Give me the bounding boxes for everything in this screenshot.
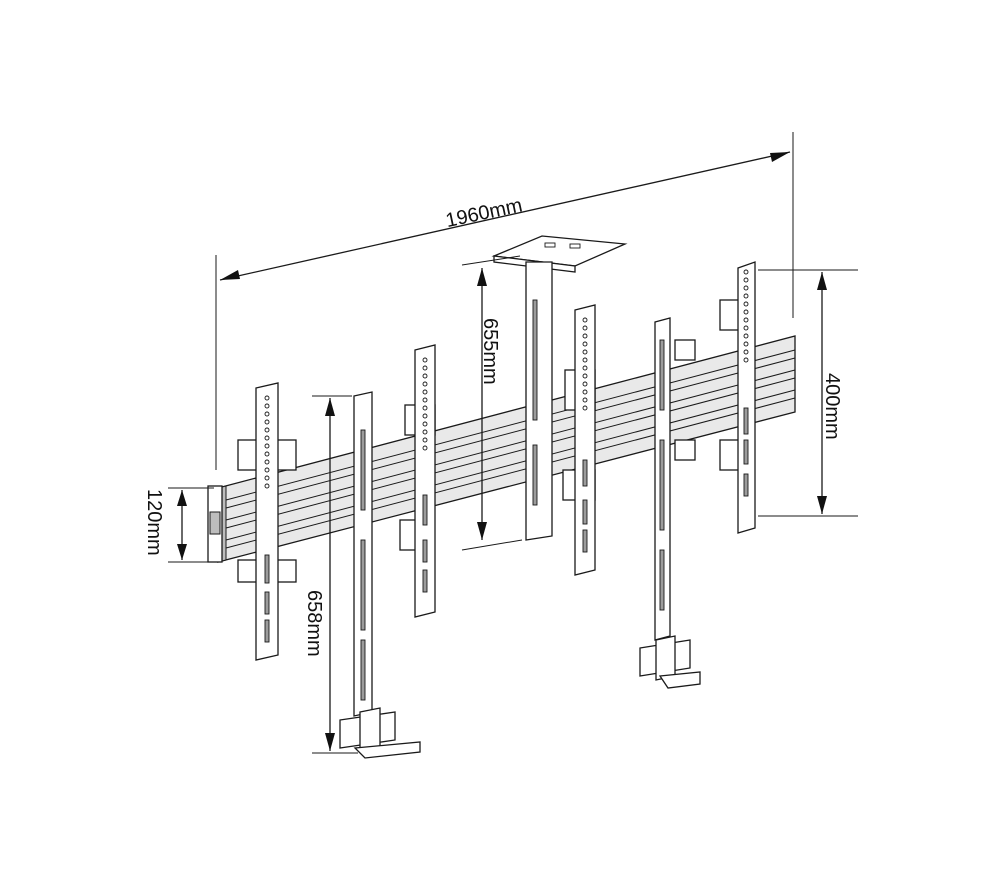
mounting-slot: [743, 439, 749, 465]
mounting-hole: [264, 483, 270, 489]
mounting-slot: [360, 429, 366, 511]
mounting-hole: [743, 349, 749, 355]
mounting-hole: [422, 437, 428, 443]
mounting-hole: [422, 405, 428, 411]
mounting-slot: [422, 494, 428, 526]
horizontal-rail: [217, 335, 796, 563]
mounting-hole: [264, 395, 270, 401]
mounting-hole: [422, 429, 428, 435]
mounting-hole: [743, 333, 749, 339]
dimension-camera-height: 655mm: [461, 255, 523, 551]
vertical-bracket-4: [719, 261, 756, 534]
mounting-slot: [582, 499, 588, 525]
mounting-hole: [264, 475, 270, 481]
mounting-slot: [659, 549, 665, 611]
mounting-hole: [582, 317, 588, 323]
mounting-slot: [582, 459, 588, 487]
mounting-slot: [360, 639, 366, 701]
mounting-slot: [422, 539, 428, 563]
mounting-hole: [422, 365, 428, 371]
mounting-slot: [659, 339, 665, 411]
mounting-slot: [264, 591, 270, 615]
mounting-hole: [743, 317, 749, 323]
width-label: 1960mm: [444, 194, 525, 232]
leg-height-label: 658mm: [303, 590, 325, 657]
mounting-hole: [422, 421, 428, 427]
mounting-hole: [743, 301, 749, 307]
rail-end-cap: [207, 485, 223, 563]
mounting-hole: [264, 443, 270, 449]
mounting-hole: [582, 325, 588, 331]
mounting-hole: [743, 277, 749, 283]
mounting-hole: [264, 435, 270, 441]
mounting-hole: [582, 397, 588, 403]
dimension-hole-span: 400mm: [758, 269, 858, 517]
mounting-hole: [264, 411, 270, 417]
mounting-slot: [264, 619, 270, 643]
floor-leg-right: [639, 317, 701, 689]
mounting-hole: [422, 389, 428, 395]
mounting-hole: [743, 325, 749, 331]
mounting-hole: [422, 357, 428, 363]
mounting-hole: [422, 413, 428, 419]
mounting-hole: [422, 381, 428, 387]
mounting-hole: [743, 285, 749, 291]
mounting-hole: [422, 373, 428, 379]
mounting-slot: [743, 473, 749, 497]
mounting-hole: [422, 397, 428, 403]
mounting-slot: [582, 529, 588, 553]
mounting-hole: [264, 419, 270, 425]
floor-leg-left: [339, 391, 421, 759]
mounting-hole: [264, 459, 270, 465]
dimension-rail-height: 120mm: [143, 487, 214, 563]
camera-height-label: 655mm: [479, 318, 501, 385]
mounting-slot: [264, 554, 270, 584]
mounting-slot: [743, 407, 749, 435]
mounting-hole: [264, 403, 270, 409]
mounting-hole: [743, 357, 749, 363]
mounting-hole: [743, 269, 749, 275]
mounting-slot: [360, 539, 366, 631]
mounting-hole: [582, 389, 588, 395]
mounting-hole: [582, 405, 588, 411]
mounting-hole: [264, 467, 270, 473]
rail-height-label: 120mm: [143, 489, 165, 556]
mounting-hole: [422, 445, 428, 451]
mounting-hole: [582, 373, 588, 379]
vertical-bracket-2: [399, 344, 436, 618]
mounting-slot: [659, 439, 665, 531]
mounting-slot: [422, 569, 428, 593]
dimension-leg-height: 658mm: [303, 395, 358, 754]
mounting-hole: [743, 341, 749, 347]
mounting-hole: [582, 365, 588, 371]
vertical-bracket-1: [237, 382, 297, 661]
mounting-hole: [582, 349, 588, 355]
camera-arm: [491, 235, 628, 541]
mounting-hole: [582, 381, 588, 387]
mounting-hole: [582, 357, 588, 363]
vertical-bracket-3: [562, 304, 596, 576]
mounting-hole: [264, 427, 270, 433]
mounting-hole: [264, 451, 270, 457]
mounting-hole: [743, 309, 749, 315]
mounting-hole: [743, 293, 749, 299]
mounting-hole: [582, 333, 588, 339]
mounting-hole: [582, 341, 588, 347]
hole-span-label: 400mm: [821, 373, 843, 440]
